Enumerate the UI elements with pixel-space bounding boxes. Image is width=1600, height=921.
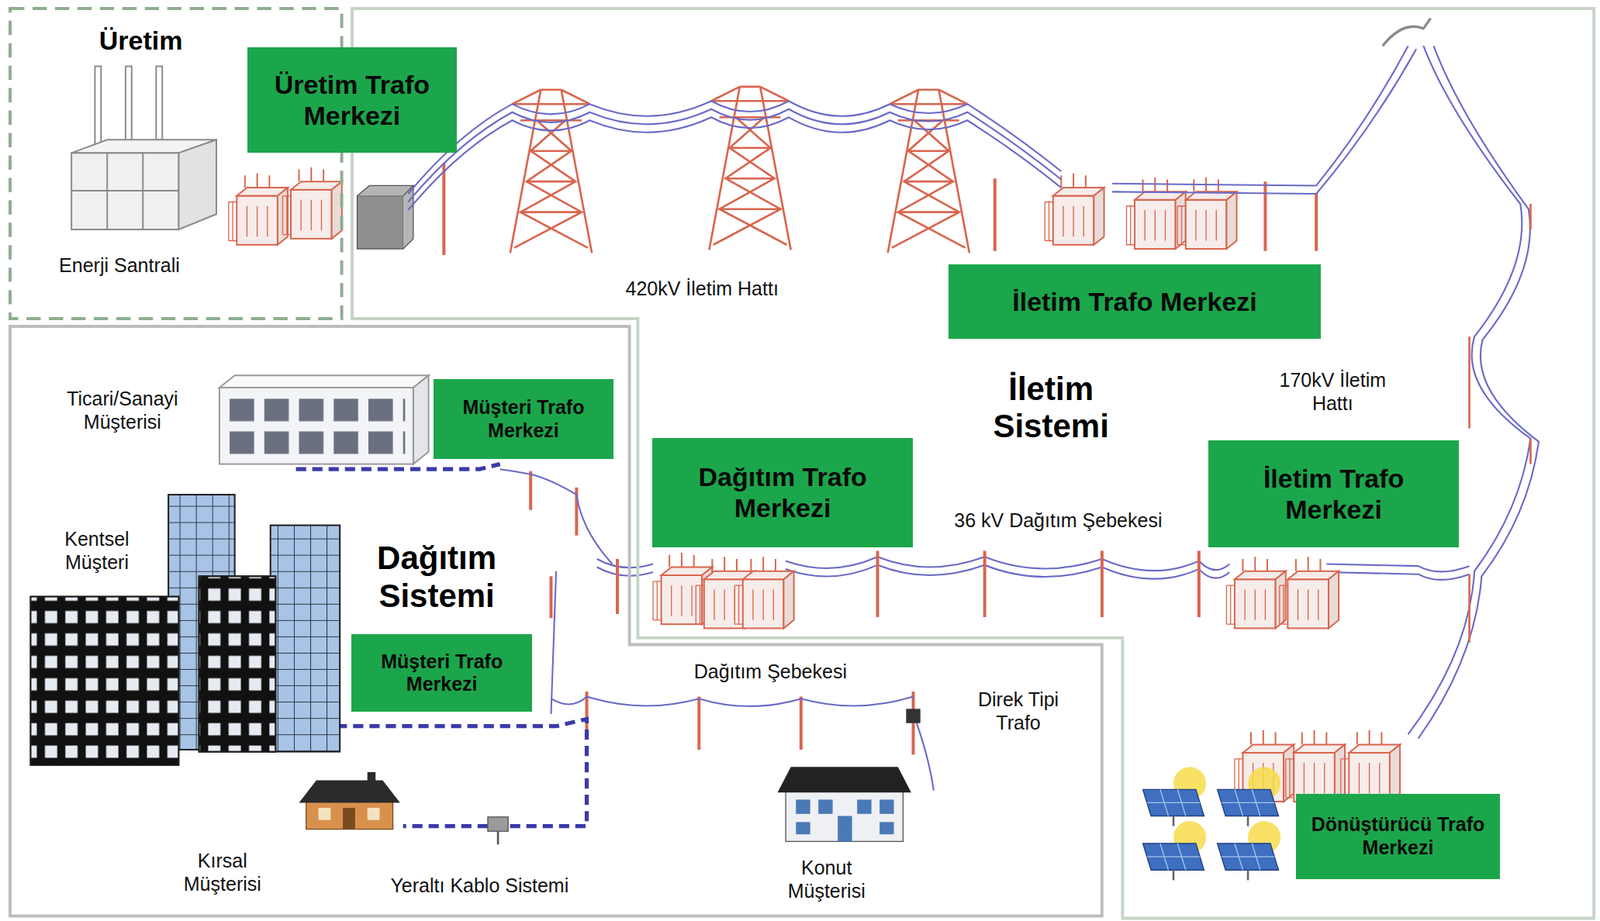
caption-label: Direk Tipi Trafo	[960, 687, 1075, 736]
caption-label: 170kV İletim Hattı	[1258, 367, 1407, 416]
region-heading: Üretim	[38, 25, 243, 56]
callout-text: İletim Trafo Merkezi	[956, 286, 1314, 318]
commercial-building	[219, 375, 429, 464]
substation-callout: İletim Trafo Merkezi	[1208, 440, 1459, 548]
power-plant	[71, 66, 217, 230]
caption-label: Kentsel Müşteri	[48, 526, 146, 575]
residential-house	[777, 767, 912, 842]
region-heading: İletim Sistemi	[979, 370, 1123, 446]
distribution-transformers	[653, 552, 1339, 629]
caption-label: Yeraltı Kablo Sistemi	[387, 873, 571, 899]
callout-text: Dağıtım Trafo Merkezi	[660, 461, 906, 524]
city-buildings	[31, 494, 341, 766]
caption-label: Ticari/Sanayi Müşterisi	[41, 386, 205, 435]
substation-callout: Dönüştürücü Trafo Merkezi	[1295, 794, 1500, 881]
rural-house	[299, 772, 401, 830]
transmission-wires	[407, 18, 1539, 740]
caption-label: Enerji Santrali	[56, 252, 183, 278]
caption-label: Kırsal Müşterisi	[165, 848, 279, 897]
callout-text: Üretim Trafo Merkezi	[255, 69, 450, 132]
substation-callout: Müşteri Trafo Merkezi	[433, 379, 615, 460]
caption-label: 420kV İletim Hattı	[623, 276, 781, 301]
callout-text: Dönüştürücü Trafo Merkezi	[1303, 813, 1493, 860]
caption-label: Dağıtım Şebekesi	[691, 659, 850, 685]
region-heading: Dağıtım Sistemi	[359, 539, 515, 616]
system-region: İletim Sistemiİletim Trafo Merkeziİletim…	[352, 8, 1594, 920]
caption-label: 36 kV Dağıtım Şebekesi	[951, 507, 1165, 533]
substation-callout: Dağıtım Trafo Merkezi	[652, 438, 913, 548]
caption-label: Konut Müşterisi	[773, 855, 881, 904]
region-border	[10, 326, 1103, 916]
substation-callout: İletim Trafo Merkezi	[948, 264, 1321, 339]
substation-callout: Müşteri Trafo Merkezi	[351, 634, 533, 712]
callout-text: İletim Trafo Merkezi	[1216, 463, 1451, 526]
region-border	[352, 8, 1594, 920]
callout-text: Müşteri Trafo Merkezi	[359, 650, 525, 697]
substation-callout: Üretim Trafo Merkezi	[247, 47, 457, 153]
callout-text: Müşteri Trafo Merkezi	[441, 396, 607, 443]
